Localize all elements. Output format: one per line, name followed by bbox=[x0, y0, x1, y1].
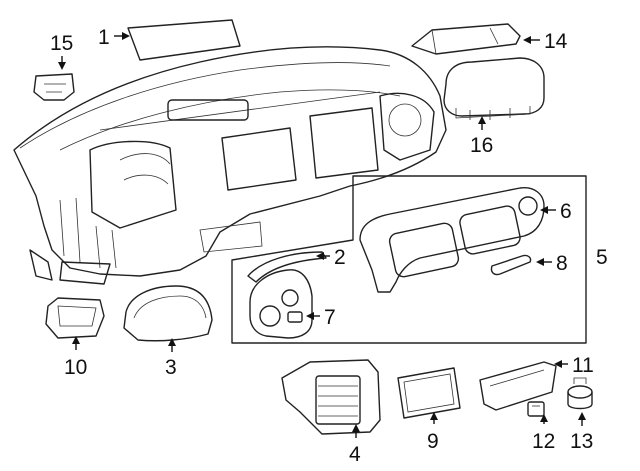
callout-4: 4 bbox=[349, 443, 361, 466]
callout-15: 15 bbox=[50, 32, 73, 55]
callout-12: 12 bbox=[532, 430, 555, 453]
part-14-bracket bbox=[411, 23, 521, 55]
part-10-pocket bbox=[45, 297, 105, 339]
callout-1: 1 bbox=[98, 26, 110, 49]
part-2-trim-strip bbox=[247, 251, 327, 283]
instrument-panel bbox=[13, 46, 447, 285]
callout-2: 2 bbox=[334, 246, 346, 269]
callout-16: 16 bbox=[470, 134, 493, 157]
callout-10: 10 bbox=[64, 356, 87, 379]
part-13-knob bbox=[567, 377, 593, 410]
callout-6: 6 bbox=[560, 200, 572, 223]
callout-14: 14 bbox=[544, 30, 568, 53]
part-1-defroster-grille bbox=[127, 19, 241, 61]
callout-9: 9 bbox=[427, 430, 439, 453]
part-12-lock bbox=[527, 401, 545, 417]
callout-13: 13 bbox=[570, 430, 593, 453]
part-15-clip bbox=[33, 73, 75, 101]
callout-8: 8 bbox=[556, 252, 568, 275]
leader-lines bbox=[58, 32, 586, 438]
part-4-center-vent bbox=[281, 359, 381, 435]
callout-11: 11 bbox=[572, 354, 594, 377]
callout-3: 3 bbox=[165, 356, 177, 379]
part-8-switch bbox=[490, 254, 532, 276]
part-3-cluster-hood bbox=[123, 285, 213, 342]
part-7-switch-bezel bbox=[249, 269, 313, 339]
callout-7: 7 bbox=[324, 306, 336, 329]
callout-5-bracket bbox=[231, 175, 587, 344]
part-16-airbag bbox=[443, 57, 545, 120]
callout-5: 5 bbox=[596, 246, 608, 269]
part-9-display bbox=[397, 367, 461, 419]
part-6-center-panel bbox=[359, 187, 545, 293]
part-11-glove-box bbox=[479, 361, 557, 411]
